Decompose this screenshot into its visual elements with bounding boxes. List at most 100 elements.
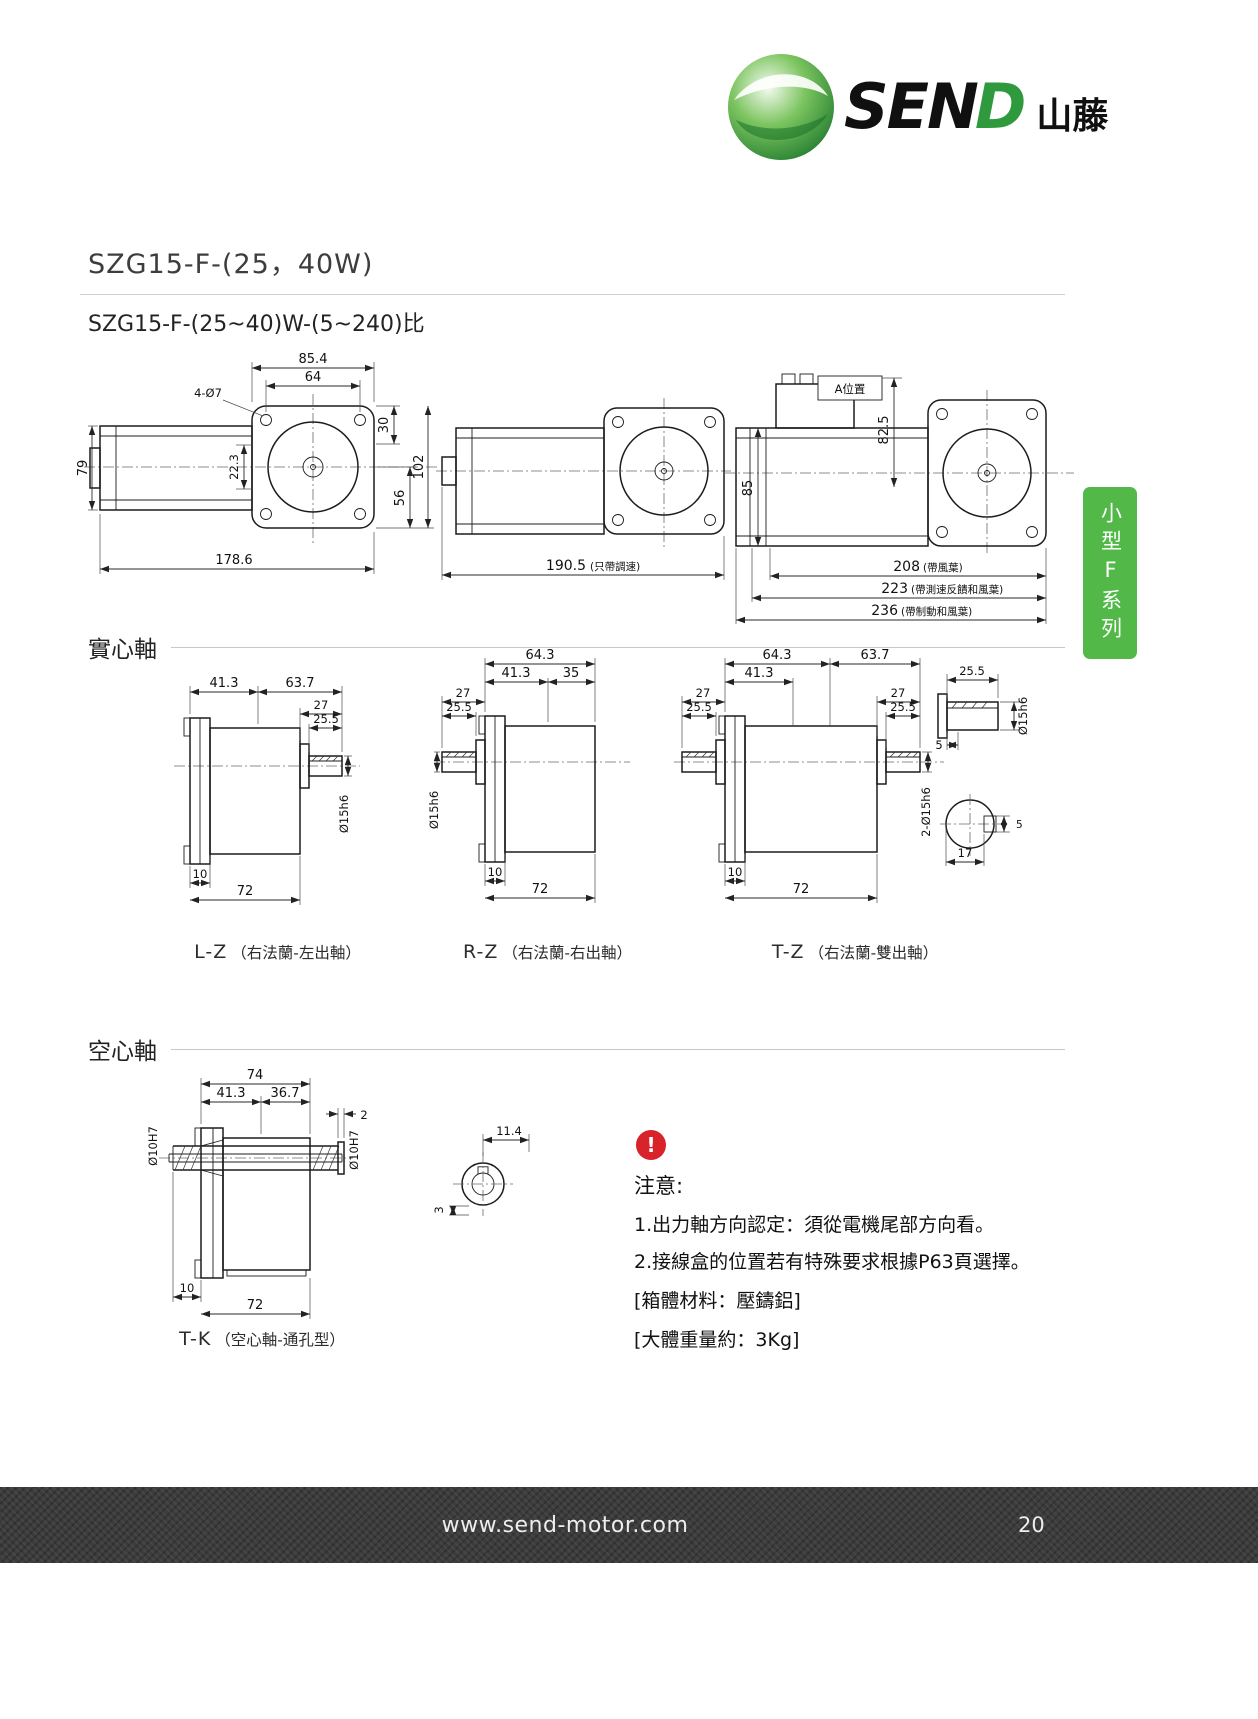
dim-27-left: 27	[696, 686, 711, 700]
lz-desc: （右法蘭-左出軸）	[231, 944, 361, 962]
section-solid-title: 實心軸	[88, 637, 157, 663]
dim-190-5: 190.5	[546, 558, 586, 574]
dim-dia-15h6: Ø15h6	[1016, 697, 1030, 735]
dim-72: 72	[532, 882, 549, 897]
dim-208: 208	[893, 559, 920, 575]
dim-85-4: 85.4	[299, 352, 328, 367]
dim-72: 72	[793, 882, 810, 897]
dim-36-7: 36.7	[271, 1086, 300, 1101]
dim-25-5-left: 25.5	[686, 700, 712, 714]
footer-url: www.send-motor.com	[441, 1512, 689, 1538]
dim-10: 10	[193, 867, 208, 881]
brand-send: SEN	[844, 69, 979, 143]
dim-2-dia-15h6: 2-Ø15h6	[919, 787, 933, 837]
dim-25-5: 25.5	[446, 700, 472, 714]
dim-22-3: 22.3	[227, 454, 241, 480]
brand-send-d: D	[974, 69, 1027, 143]
note-line-1: 1.出力軸方向認定：須從電機尾部方向看。	[634, 1214, 995, 1236]
dim-27: 27	[456, 686, 471, 700]
drawing-rz: 64.3 41.3 35 27 25.5 Ø15h6 10 72	[427, 648, 630, 903]
section-divider	[171, 1048, 1065, 1050]
tk-desc: （空心軸-通孔型）	[215, 1331, 345, 1349]
dim-dia-10h7-right: Ø10H7	[347, 1130, 361, 1170]
dim-5-side: 5	[935, 738, 942, 752]
dim-10: 10	[728, 865, 743, 879]
rz-desc: （右法蘭-右出軸）	[502, 944, 632, 962]
label-rz: R-Z（右法蘭-右出軸）	[430, 941, 665, 963]
drawing-overview-brake: A位置 82.5 85 208 (帶風葉) 223 (帶測速反饋和風葉) 236…	[724, 373, 1074, 624]
dim-25-5: 25.5	[313, 712, 339, 726]
notes-title: 注意:	[634, 1174, 684, 1198]
dim-72: 72	[247, 1298, 264, 1313]
dim-102: 102	[412, 455, 427, 480]
rz-name: R-Z	[463, 941, 499, 963]
drawing-tk: 74 41.3 36.7 2 Ø10H7 Ø10H7 10 72	[146, 1068, 368, 1319]
drawing-overview-front: 85.4 64 4-Ø7 30 22.3 102 56 79 178.6	[76, 352, 438, 574]
dim-64: 64	[305, 370, 322, 385]
dim-72: 72	[237, 884, 254, 899]
series-tab: 小型F系列	[1083, 487, 1137, 659]
dim-223: 223	[881, 581, 908, 597]
dim-64-3: 64.3	[526, 648, 555, 663]
drawing-shaft-detail: 25.5 Ø15h6 5 17 5	[935, 664, 1030, 866]
dim-208-note: (帶風葉)	[923, 561, 963, 574]
dim-74: 74	[247, 1068, 264, 1083]
dim-17: 17	[958, 846, 973, 860]
dim-56: 56	[393, 490, 408, 507]
dim-63-7: 63.7	[861, 648, 890, 663]
dim-10: 10	[180, 1281, 195, 1295]
dim-190-5-note: (只帶調速)	[590, 560, 640, 573]
dim-30: 30	[377, 417, 392, 434]
drawing-lz: 41.3 63.7 27 25.5 Ø15h6 10 72	[174, 676, 360, 905]
section-hollow-title: 空心軸	[88, 1039, 157, 1065]
dim-236-note: (帶制動和風葉)	[901, 605, 972, 618]
page-footer: www.send-motor.com 20	[0, 1487, 1258, 1563]
dim-27-right: 27	[891, 686, 906, 700]
dim-41-3: 41.3	[745, 666, 774, 681]
dim-82-5: 82.5	[877, 416, 892, 445]
dim-25-5: 25.5	[959, 664, 985, 678]
dim-3: 3	[432, 1206, 446, 1213]
dim-41-3: 41.3	[217, 1086, 246, 1101]
page-title: SZG15-F-(25，40W)	[88, 249, 374, 280]
dim-dia-15h6: Ø15h6	[427, 791, 441, 829]
tk-name: T-K	[179, 1328, 212, 1350]
dim-85: 85	[741, 480, 756, 497]
dim-25-5-right: 25.5	[890, 700, 916, 714]
dim-dia-10h7-left: Ø10H7	[146, 1126, 160, 1166]
dim-63-7: 63.7	[286, 676, 315, 691]
terminal-box-position-label: A位置	[835, 382, 866, 396]
section-divider	[171, 646, 1065, 648]
drawing-tz: 64.3 41.3 63.7 27 25.5 27 25.5 2-Ø15h6 1…	[674, 648, 944, 903]
label-lz: L-Z（右法蘭-左出軸）	[160, 941, 395, 963]
dim-41-3: 41.3	[502, 666, 531, 681]
note-material: [箱體材料：壓鑄鋁]	[634, 1290, 801, 1312]
dim-35: 35	[563, 666, 580, 681]
series-tab-label: 小型F系列	[1098, 501, 1123, 645]
dim-178-6: 178.6	[215, 553, 252, 568]
tz-desc: （右法蘭-雙出軸）	[808, 944, 939, 962]
drawing-overview-speed: 190.5 (只帶調速)	[436, 398, 731, 580]
dim-4-holes: 4-Ø7	[194, 386, 222, 400]
dim-11-4: 11.4	[496, 1124, 522, 1138]
warning-icon: !	[636, 1130, 666, 1160]
logo-sphere-icon	[728, 54, 834, 160]
dim-79: 79	[76, 460, 91, 477]
dim-223-note: (帶測速反饋和風葉)	[911, 583, 1003, 596]
dim-236: 236	[871, 603, 898, 619]
dim-27: 27	[314, 698, 329, 712]
section-solid-shaft: 實心軸	[88, 630, 1065, 664]
dim-dia-15h6: Ø15h6	[337, 795, 351, 833]
dim-64-3: 64.3	[763, 648, 792, 663]
note-line-2: 2.接線盒的位置若有特殊要求根據P63頁選擇。	[634, 1251, 1030, 1273]
title-divider	[80, 294, 1065, 295]
note-weight: [大體重量約：3Kg]	[634, 1329, 800, 1351]
dim-5-key: 5	[1016, 819, 1023, 831]
notes-block: ! 注意: 1.出力軸方向認定：須從電機尾部方向看。 2.接線盒的位置若有特殊要…	[634, 1130, 1064, 1352]
section-hollow-shaft: 空心軸	[88, 1032, 1065, 1066]
drawing-bore-detail: 11.4 3	[432, 1124, 530, 1216]
dim-10: 10	[488, 865, 503, 879]
